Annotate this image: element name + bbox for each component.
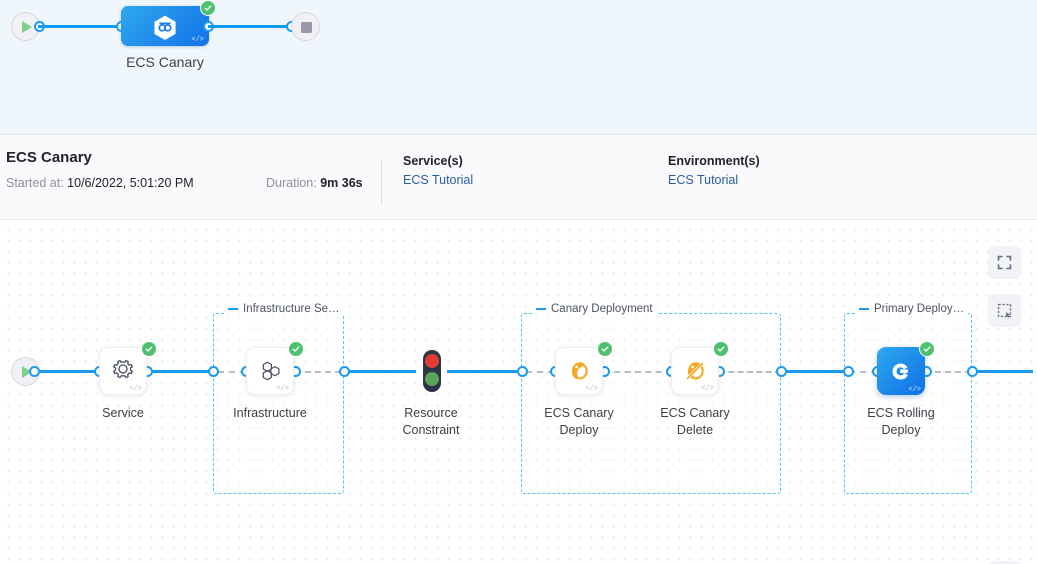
top-pipeline-band: </> ECS Canary — [0, 0, 1037, 135]
collapse-dash-icon[interactable] — [859, 308, 869, 310]
top-stage-label: ECS Canary — [126, 54, 204, 70]
execution-graph-canvas[interactable]: Infrastructure Se… Canary Deployment Pri… — [0, 221, 1037, 564]
duration-label: Duration: — [266, 176, 317, 190]
harness-hexagon-icon — [154, 15, 176, 40]
status-badge-success — [713, 341, 729, 357]
environments-heading: Environment(s) — [668, 154, 760, 168]
status-badge-success — [597, 341, 613, 357]
node-infrastructure[interactable]: </> — [246, 347, 294, 395]
node-label-canary-delete-line1: ECS Canary — [660, 406, 730, 420]
zoom-controls — [988, 561, 1021, 564]
canary-bird-icon — [571, 362, 588, 380]
graph-start-node[interactable] — [11, 357, 40, 386]
node-ecs-canary-deploy[interactable]: </> — [555, 347, 603, 395]
stop-icon — [301, 22, 312, 33]
port-start-out[interactable] — [29, 366, 40, 377]
select-area-button[interactable] — [988, 294, 1021, 327]
traffic-light-icon — [423, 350, 441, 392]
code-tag: </> — [908, 386, 921, 394]
port-rc-out[interactable] — [517, 366, 528, 377]
group-label-text: Infrastructure Se… — [243, 303, 340, 315]
connector-dashed-group2-in — [526, 371, 554, 373]
collapse-dash-icon[interactable] — [536, 308, 546, 310]
collapse-dash-icon[interactable] — [228, 308, 238, 310]
port-group3-in[interactable] — [843, 366, 854, 377]
connector-group3-to-end — [971, 370, 1033, 373]
started-at-label: Started at: — [6, 176, 64, 190]
port-group1-out[interactable] — [339, 366, 350, 377]
node-ecs-canary-delete[interactable]: </> — [671, 347, 719, 395]
connector-dashed-group2-out — [719, 371, 781, 373]
execution-info-bar: ECS Canary Started at: 10/6/2022, 5:01:2… — [0, 135, 1037, 220]
canary-bird-delete-icon — [686, 362, 704, 380]
gear-icon — [113, 359, 133, 379]
status-badge-success — [200, 0, 216, 16]
connector-dashed-canary-deploy-delete — [604, 371, 672, 373]
status-badge-success — [288, 341, 304, 357]
environments-column: Environment(s) ECS Tutorial — [668, 154, 760, 187]
ecs-deploy-icon — [892, 363, 908, 380]
fit-to-screen-button[interactable] — [988, 246, 1021, 279]
status-badge-success — [141, 341, 157, 357]
page-title: ECS Canary — [6, 149, 92, 166]
status-badge-success — [919, 341, 935, 357]
connector-dashed-group1-in — [218, 371, 246, 373]
node-label-canary-deploy-line2: Deploy — [559, 423, 599, 437]
port-group1-in[interactable] — [208, 366, 219, 377]
node-label-resource-constraint-line1: Resource — [404, 406, 458, 420]
group-canary-deployment[interactable]: Canary Deployment — [521, 303, 781, 494]
code-tag: </> — [129, 385, 142, 393]
started-at: Started at: 10/6/2022, 5:01:20 PM — [6, 176, 194, 190]
pipeline-stop-node[interactable] — [291, 12, 320, 41]
code-tag: </> — [276, 385, 289, 393]
connector-to-resource-constraint — [344, 370, 416, 373]
connector-dashed-group1-out — [295, 371, 341, 373]
select-area-icon — [997, 303, 1012, 318]
node-label-service: Service — [102, 406, 144, 420]
fit-to-screen-icon — [997, 255, 1012, 270]
node-service[interactable]: </> — [99, 347, 147, 395]
port-group2-out[interactable] — [776, 366, 787, 377]
node-label-rolling-deploy-line1: ECS Rolling — [867, 406, 935, 420]
code-tag: </> — [701, 385, 714, 393]
node-label-infrastructure: Infrastructure — [233, 406, 307, 420]
connector-dashed-group3-in — [849, 371, 877, 373]
hex-cluster-icon — [262, 361, 280, 381]
started-at-value: 10/6/2022, 5:01:20 PM — [67, 176, 194, 190]
duration: Duration: 9m 36s — [266, 176, 363, 190]
connector-start-to-node — [38, 25, 122, 28]
connector-start-service — [28, 370, 100, 373]
node-label-canary-delete-line2: Delete — [676, 423, 714, 437]
connector-group2-to-group3 — [781, 370, 847, 373]
services-column: Service(s) ECS Tutorial — [403, 154, 473, 187]
node-resource-constraint[interactable] — [418, 349, 446, 393]
group-label-text: Primary Deploy… — [874, 303, 965, 315]
play-icon — [22, 21, 32, 33]
node-label-rolling-deploy-line2: Deploy — [881, 423, 921, 437]
top-stage-node-ecs-canary[interactable]: </> — [121, 6, 209, 46]
duration-value: 9m 36s — [320, 176, 363, 190]
services-heading: Service(s) — [403, 154, 463, 168]
environment-link-ecs-tutorial[interactable]: ECS Tutorial — [668, 173, 739, 187]
node-label-resource-constraint-line2: Constraint — [402, 423, 460, 437]
service-link-ecs-tutorial[interactable]: ECS Tutorial — [403, 173, 474, 187]
group-infrastructure-section[interactable]: Infrastructure Se… — [213, 303, 344, 494]
group-label-canary-deployment: Canary Deployment — [532, 303, 657, 315]
vertical-divider — [381, 160, 382, 205]
code-tag: </> — [585, 385, 598, 393]
connector-node-to-stop — [208, 25, 294, 28]
node-ecs-rolling-deploy[interactable]: </> — [877, 347, 925, 395]
group-label-text: Canary Deployment — [551, 303, 653, 315]
group-label-primary-deployment: Primary Deploy… — [855, 303, 969, 315]
connector-service-group1 — [147, 370, 213, 373]
play-icon — [22, 366, 32, 378]
node-label-canary-deploy-line1: ECS Canary — [544, 406, 614, 420]
group-primary-deployment[interactable]: Primary Deploy… — [844, 303, 972, 494]
connector-rc-to-group2 — [447, 370, 525, 373]
group-label-infrastructure: Infrastructure Se… — [224, 303, 344, 315]
port-group3-out[interactable] — [967, 366, 978, 377]
connector-dashed-group3-out — [925, 371, 971, 373]
code-tag: </> — [191, 36, 204, 44]
